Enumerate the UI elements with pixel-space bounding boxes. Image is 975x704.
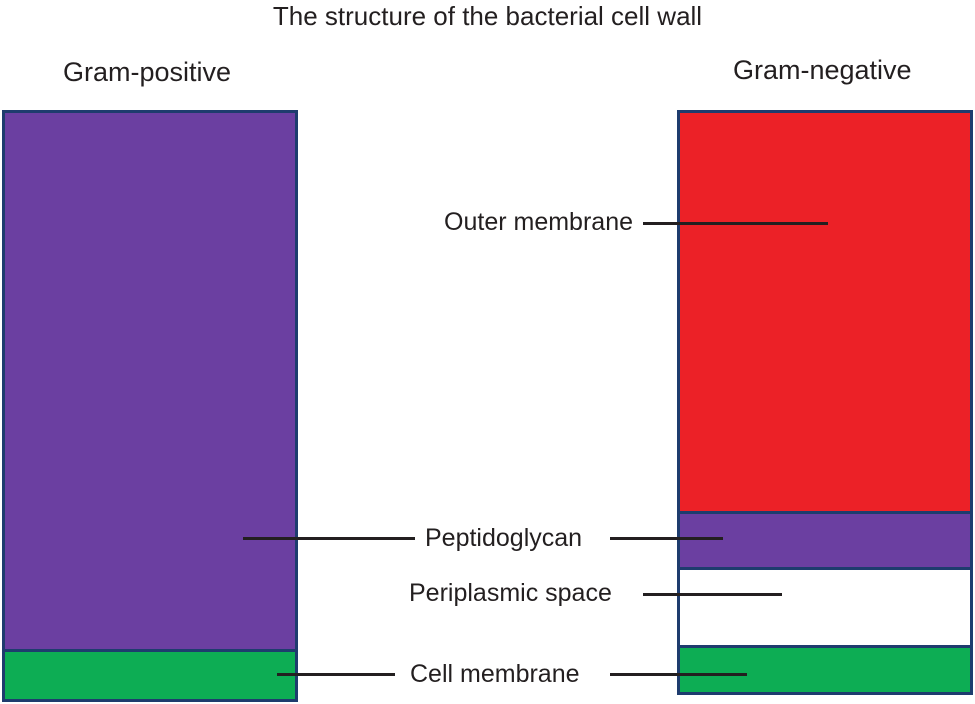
cell-membrane-leader-line-left	[277, 673, 395, 676]
gram-negative-periplasmic-space-layer	[677, 567, 973, 648]
outer-membrane-label: Outer membrane	[444, 208, 633, 236]
gram-negative-outer-membrane-layer	[677, 110, 973, 514]
cell-membrane-label: Cell membrane	[410, 660, 580, 688]
outer-membrane-leader-line	[643, 222, 828, 225]
gram-negative-peptidoglycan-layer	[677, 511, 973, 570]
gram-negative-cell-membrane-layer	[677, 645, 973, 695]
periplasmic-space-leader-line	[643, 593, 782, 596]
diagram-title: The structure of the bacterial cell wall	[272, 1, 703, 31]
peptidoglycan-label: Peptidoglycan	[425, 524, 583, 552]
periplasmic-space-label: Periplasmic space	[409, 579, 612, 607]
peptidoglycan-leader-line-left	[243, 537, 415, 540]
gram-positive-cell-membrane-layer	[2, 649, 298, 702]
gram-positive-peptidoglycan-layer	[2, 110, 298, 652]
gram-positive-heading: Gram-positive	[63, 57, 232, 87]
peptidoglycan-leader-line-right	[610, 537, 723, 540]
cell-membrane-leader-line-right	[610, 673, 747, 676]
gram-negative-heading: Gram-negative	[733, 55, 912, 85]
